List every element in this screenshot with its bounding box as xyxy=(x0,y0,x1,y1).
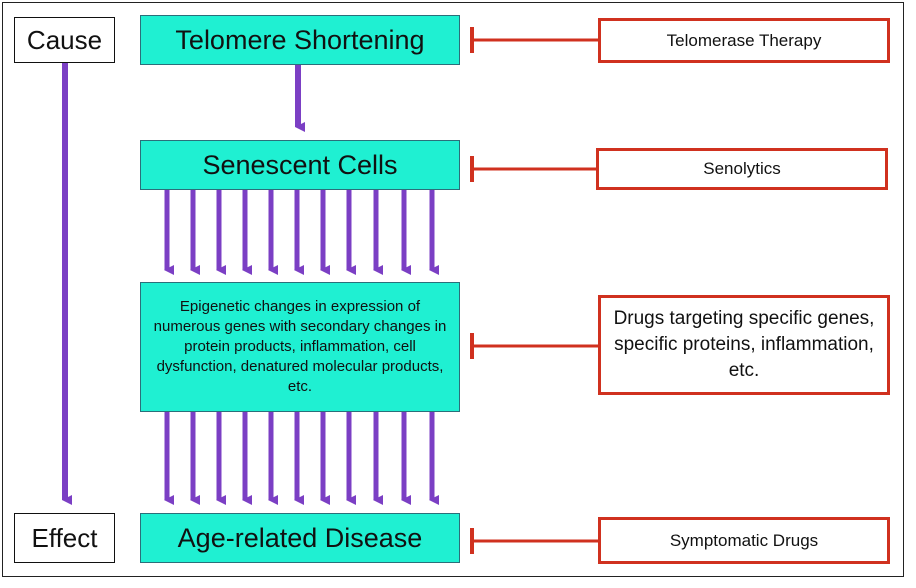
senolytics-box: Senolytics xyxy=(596,148,888,190)
symptomatic-drugs-inhibitor-line xyxy=(470,528,600,554)
senolytics-inhibitor-line xyxy=(470,156,598,182)
symptomatic-drugs-box: Symptomatic Drugs xyxy=(598,517,890,564)
age-related-disease-node: Age-related Disease xyxy=(140,513,460,563)
epigenetic-changes-node: Epigenetic changes in expression of nume… xyxy=(140,282,460,412)
senescent-cells-node: Senescent Cells xyxy=(140,140,460,190)
telomerase-inhibitor-line xyxy=(470,27,600,53)
inhibitor-connectors xyxy=(470,27,600,554)
telomerase-therapy-box: Telomerase Therapy xyxy=(598,18,890,63)
targeted-drugs-box: Drugs targeting specific genes, specific… xyxy=(598,295,890,395)
causal-arrows xyxy=(62,63,439,505)
cause-label: Cause xyxy=(14,17,115,63)
effect-label: Effect xyxy=(14,513,115,563)
telomere-shortening-node: Telomere Shortening xyxy=(140,15,460,65)
targeted-drugs-inhibitor-line xyxy=(470,333,600,359)
